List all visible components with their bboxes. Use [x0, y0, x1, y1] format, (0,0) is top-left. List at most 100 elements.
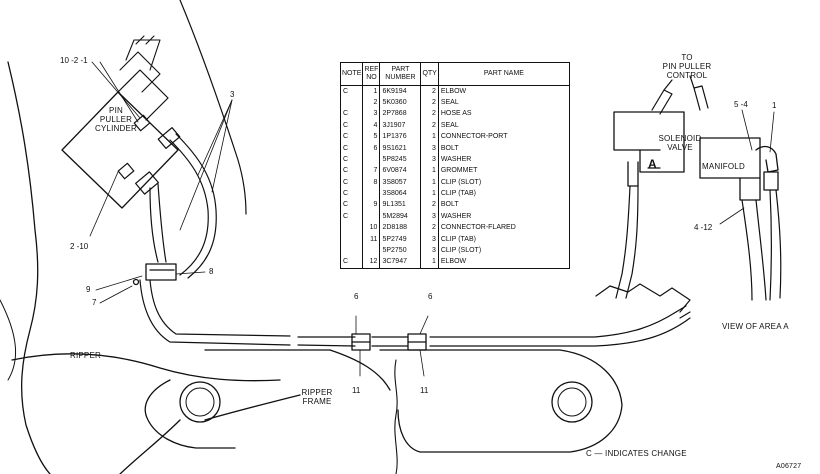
hose-clamp-upper: [132, 263, 177, 286]
cell-part: 1P1376: [379, 131, 422, 143]
label-line: VALVE: [667, 143, 693, 152]
hose-left-upper: [149, 133, 217, 279]
cell-ref: 8: [362, 177, 381, 189]
label-line: TO: [681, 53, 693, 62]
cell-note: C: [340, 256, 364, 269]
cell-ref: [362, 211, 381, 223]
cell-name: BOLT: [440, 201, 459, 209]
cell-qty: 3: [420, 142, 439, 155]
cell-part: 9S1621: [379, 142, 422, 155]
header-note: NOTE: [340, 62, 364, 86]
cell-ref: 1: [362, 85, 381, 98]
frame-break-line: [394, 359, 398, 474]
callout-7: 7: [92, 298, 97, 307]
cell-name: GROMMET: [440, 167, 478, 175]
label-line: CYLINDER: [94, 124, 138, 133]
cell-name: CLIP (TAB): [440, 190, 476, 198]
callout-2-10: 2 -10: [70, 242, 89, 251]
label-manifold: MANIFOLD: [702, 162, 745, 171]
cell-qty: 3: [420, 154, 439, 166]
cell-ref: 3: [362, 108, 381, 121]
header-ref-no: REF NO: [362, 62, 381, 86]
cell-qty: 1: [420, 165, 439, 178]
leader-lines-left: [89, 61, 141, 237]
control-hose-fittings: [651, 75, 709, 115]
cell-part: 2P7868: [379, 108, 422, 121]
cell-name: ELBOW: [440, 258, 467, 266]
cell-qty: 1: [420, 131, 439, 143]
label-ripper-frame: RIPPER FRAME: [294, 388, 340, 406]
callout-11-right: 11: [420, 386, 429, 395]
cell-note: C: [340, 120, 364, 132]
cell-name: SEAL: [440, 98, 459, 106]
cell-name: CONNECTOR-PORT: [440, 133, 508, 141]
cell-ref: 12: [362, 256, 381, 269]
label-line: CONTROL: [666, 71, 708, 80]
cell-note: C: [340, 199, 364, 212]
cell-ref: 7: [362, 165, 381, 178]
frame-pin-hole-left-inner: [185, 387, 215, 417]
cylinder-fittings: [117, 114, 181, 195]
cell-part: 9L1351: [379, 199, 422, 212]
manifold: [699, 137, 761, 201]
cell-part: 5K0360: [379, 97, 422, 109]
label-line: PIN: [109, 106, 123, 115]
callout-9: 9: [86, 285, 91, 294]
label-line: FRAME: [302, 397, 332, 406]
cell-note: C: [340, 142, 364, 155]
ripper-outline: [7, 61, 51, 474]
cell-ref: 9: [362, 199, 381, 212]
cell-part: 5P2750: [379, 245, 422, 257]
label-to-pin-puller-control: TO PIN PULLER CONTROL: [652, 53, 722, 80]
solenoid-valve: [613, 111, 685, 187]
cell-name: ELBOW: [440, 87, 467, 95]
cell-ref: [362, 245, 381, 257]
cell-name: CLIP (TAB): [440, 235, 476, 243]
header-qty: QTY: [420, 62, 439, 86]
header-part-name: PART NAME: [438, 62, 570, 86]
leader-8: [175, 271, 206, 275]
cell-ref: 4: [362, 120, 381, 132]
cell-part: 5P8245: [379, 154, 422, 166]
cell-name: CLIP (SLOT): [440, 178, 482, 186]
callout-5-4: 5 -4: [734, 100, 748, 109]
table-header-row: NOTE REF NO PART NUMBER QTY PART NAME: [340, 62, 570, 86]
cell-qty: 3: [420, 211, 439, 223]
callout-4-12: 4 -12: [694, 223, 713, 232]
cell-qty: 1: [420, 177, 439, 189]
ripper-frame-outline: [11, 349, 623, 474]
cell-note: [340, 234, 364, 246]
header-part-number: PART NUMBER: [379, 62, 422, 86]
frame-cutaway-zigzag: [595, 283, 691, 313]
cell-qty: 3: [420, 245, 439, 257]
cell-note: C: [340, 211, 364, 223]
cell-name: WASHER: [440, 155, 472, 163]
cell-qty: 2: [420, 199, 439, 212]
hose-lower-run: [139, 279, 691, 347]
label-ripper: RIPPER: [70, 351, 101, 360]
callout-1: 1: [772, 101, 777, 110]
callout-6-left: 6: [354, 292, 359, 301]
hose-clip-center-right: [407, 315, 429, 377]
label-area-marker: A: [648, 157, 657, 171]
cell-part: 6V0874: [379, 165, 422, 178]
cell-note: [340, 222, 364, 235]
elbow-fitting: [755, 145, 779, 191]
label-solenoid-valve: SOLENOID VALVE: [654, 134, 706, 152]
cell-part: 5M2894: [379, 211, 422, 223]
label-pin-puller-cylinder: PIN PULLER CYLINDER: [86, 106, 146, 133]
label-line: RIPPER: [301, 388, 333, 397]
cell-note: C: [340, 165, 364, 178]
cell-name: HOSE AS: [440, 110, 472, 118]
cell-ref: 10: [362, 222, 381, 235]
